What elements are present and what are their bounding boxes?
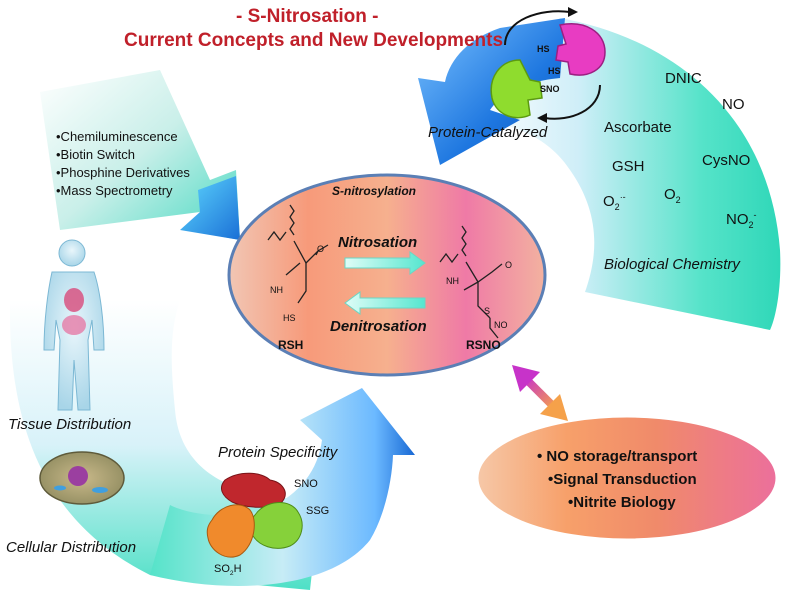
rsh-hs-label: HS — [283, 313, 296, 323]
species-cysno: CysNO — [702, 152, 751, 169]
s-nitrosylation-ellipse — [227, 173, 547, 377]
methods-arrow — [40, 70, 240, 240]
species-dnic: DNIC — [665, 70, 702, 87]
nitrosation-label: Nitrosation — [338, 234, 418, 251]
rsh-label: RSH — [278, 338, 304, 352]
ssg-label: SSG — [306, 505, 330, 517]
methods-arrow-tip — [180, 176, 240, 240]
protein-catalyzed-label: Protein-Catalyzed — [428, 124, 548, 141]
species-o2: O2 — [664, 186, 681, 205]
rsno-o-label: O — [505, 260, 513, 270]
method-item: •Biotin Switch — [56, 147, 135, 162]
biological-chemistry-band — [470, 18, 781, 330]
species-nitrite-sub: 2 — [748, 220, 754, 230]
enzyme-magenta-icon — [555, 23, 606, 76]
denitrosation-label: Denitrosation — [330, 318, 427, 335]
title-line-2: Current Concepts and New Developments — [124, 30, 504, 51]
protein-sno-icon — [221, 472, 286, 508]
so2h-label: SO2H — [214, 563, 242, 577]
species-gsh: GSH — [612, 158, 645, 175]
catalysis-cycle-arrows-icon — [504, 7, 601, 123]
species-superoxide-sub: 2 — [614, 202, 620, 212]
rsno-nh-label: NH — [446, 276, 459, 286]
so2h-sub: 2 — [229, 570, 234, 578]
denitrosation-arrow-icon — [344, 291, 426, 315]
biological-chemistry-label: Biological Chemistry — [604, 256, 740, 273]
human-body-icon — [43, 239, 105, 411]
species-o2-sub: 2 — [675, 195, 681, 205]
s-nitrosylation-heading: S-nitrosylation — [332, 184, 417, 198]
rsh-structure-icon — [267, 204, 329, 304]
sno-label: SNO — [294, 478, 318, 490]
species-nitrite-sup: - — [753, 210, 757, 220]
enzyme-hs-label: HS — [548, 66, 561, 76]
functions-ellipse — [475, 414, 779, 542]
method-item: •Phosphine Derivatives — [56, 165, 190, 180]
title-line-1: - S-Nitrosation - — [236, 6, 379, 27]
function-item: •Signal Transduction — [548, 471, 697, 488]
cellular-distribution-label: Cellular Distribution — [6, 539, 137, 556]
protein-specificity-label: Protein Specificity — [218, 444, 338, 461]
rsno-s-label: S — [484, 306, 491, 316]
so2h-end: H — [233, 563, 242, 575]
species-ascorbate: Ascorbate — [604, 119, 672, 136]
cell-icon — [39, 451, 125, 505]
tissue-distribution-label: Tissue Distribution — [8, 416, 132, 433]
enzyme-sno-label: SNO — [540, 84, 560, 94]
rsno-label: RSNO — [466, 338, 501, 352]
species-superoxide-sup: ·- — [619, 192, 626, 202]
nitrosation-arrow-icon — [344, 251, 426, 275]
protein-so2h-icon — [206, 504, 255, 558]
double-arrow-icon — [512, 365, 568, 421]
enzyme-hs-label: HS — [537, 44, 550, 54]
function-item: •Nitrite Biology — [568, 494, 676, 511]
method-item: •Mass Spectrometry — [56, 183, 173, 198]
species-superoxide-main: O — [603, 193, 615, 210]
function-item: • NO storage/transport — [537, 448, 698, 465]
species-nitrite-main: NO — [726, 211, 749, 228]
rsh-o-label: O — [317, 244, 325, 254]
species-no: NO — [722, 96, 745, 113]
species-superoxide: O2·- — [603, 192, 626, 212]
method-item: •Chemiluminescence — [56, 129, 178, 144]
species-o2-main: O — [664, 186, 676, 203]
species-nitrite: NO2- — [726, 210, 757, 230]
so2h-main: SO — [214, 563, 230, 575]
rsh-nh-label: NH — [270, 285, 283, 295]
rsno-structure-icon — [439, 225, 503, 339]
enzyme-green-icon — [490, 59, 543, 119]
rsno-no-label: NO — [494, 320, 508, 330]
